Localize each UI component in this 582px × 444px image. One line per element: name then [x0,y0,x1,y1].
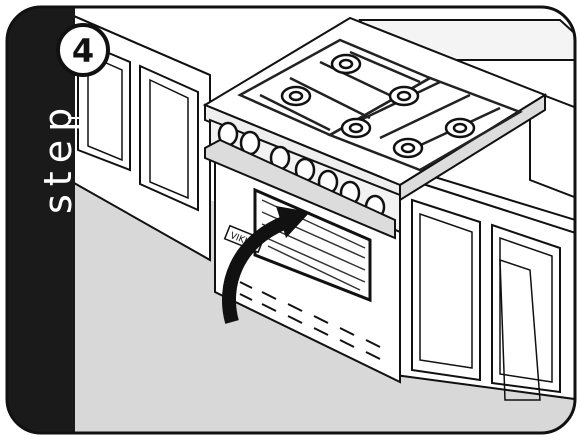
step-sidebar [7,7,75,433]
frame-border [5,5,577,435]
range [202,16,548,384]
step-number-badge [56,23,110,77]
bottom-vents [239,281,381,360]
curved-arrow-icon [222,206,310,324]
step-number: 4 [72,32,94,70]
step-label-text: step [36,99,80,214]
burners [280,53,476,159]
step-label: step [28,98,80,218]
